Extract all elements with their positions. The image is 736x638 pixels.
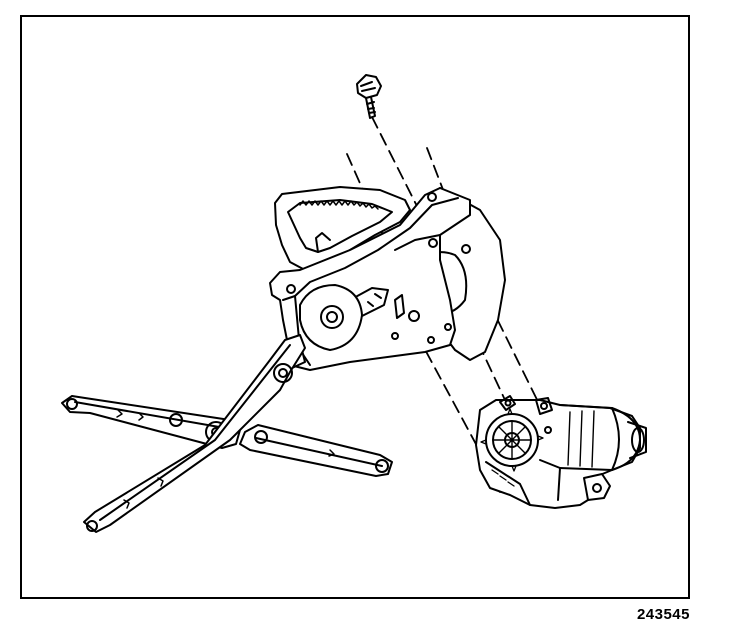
sector-gear [274, 186, 411, 271]
figure-number: 243545 [636, 606, 690, 623]
regulator-motor [475, 395, 647, 509]
drive-arm [83, 334, 306, 533]
lower-arm [239, 424, 393, 477]
screw [356, 74, 382, 119]
lift-arm [61, 395, 241, 449]
